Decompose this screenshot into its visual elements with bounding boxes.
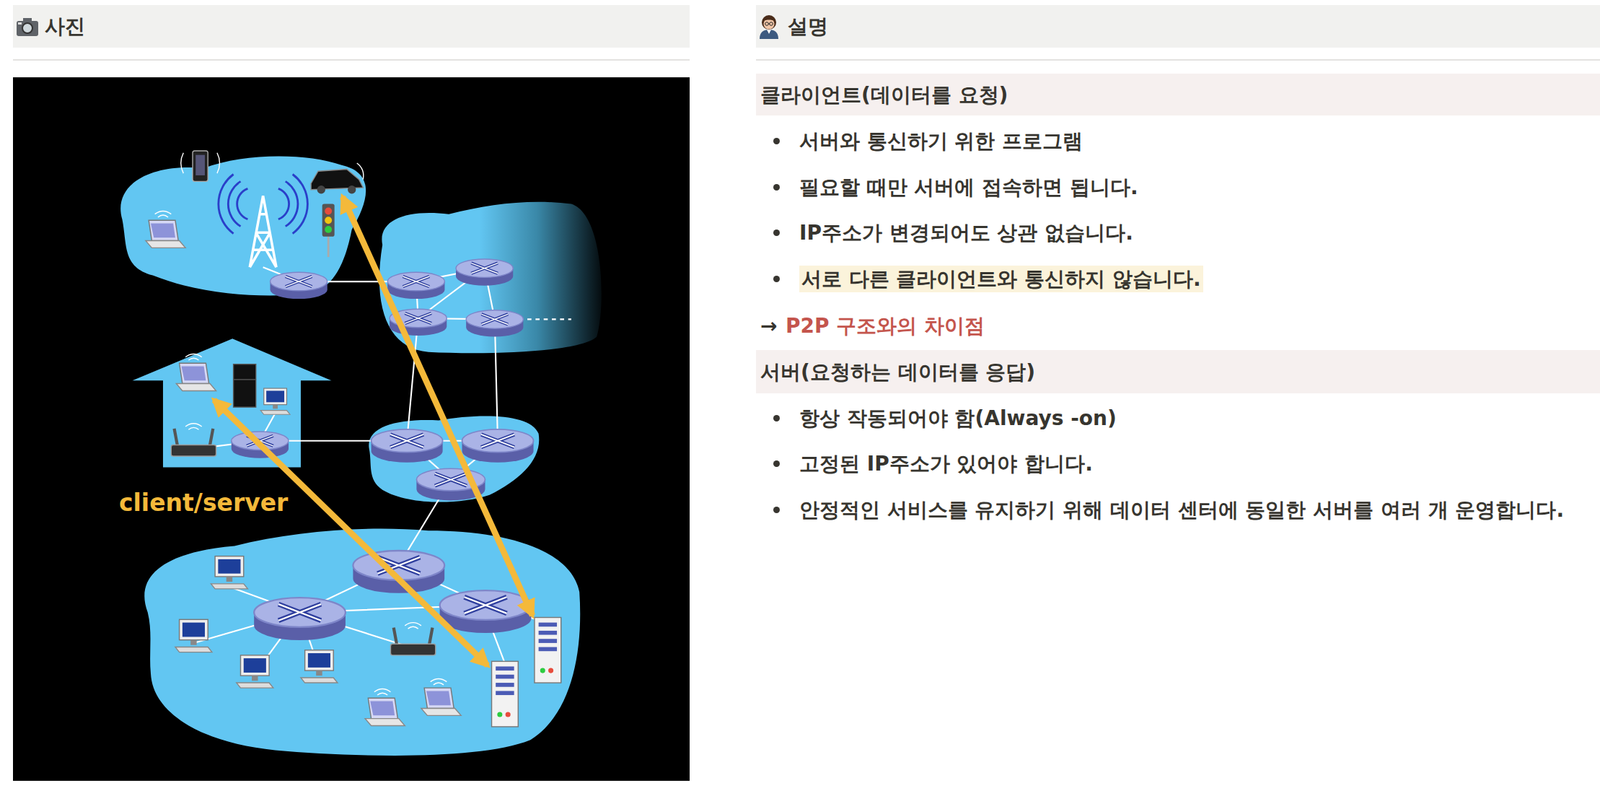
network-links — [193, 266, 571, 674]
header-cell: 설명 — [755, 5, 1600, 48]
bullet-dot — [773, 137, 780, 145]
label-box: 필요할 때만 서버에 접속하면 됩니다. — [799, 174, 1139, 200]
network-clouds — [120, 156, 602, 756]
bullet-dot — [773, 229, 780, 236]
arrow-symbol: → — [760, 313, 777, 338]
client-server-arrow — [342, 196, 533, 616]
bullet-text: 고정된 IP주소가 있어야 합니다. — [799, 451, 1093, 476]
network-illustration — [12, 77, 690, 781]
node-text: 클라이언트(데이터를 요청) — [760, 82, 1008, 108]
camera-icon — [15, 15, 39, 38]
node-text: 사진 — [44, 13, 86, 39]
node-text: 서버(요청하는 데이터를 응답) — [760, 359, 1036, 385]
label-box: 안정적인 서비스를 유지하기 위해 데이터 센터에 동일한 서버를 여러 개 운… — [799, 497, 1564, 523]
request-arrows — [214, 196, 533, 666]
label-box: P2P 구조와의 차이점 — [785, 313, 985, 339]
bullet-dot — [773, 414, 780, 422]
section-band: 클라이언트(데이터를 요청) — [755, 73, 1600, 116]
divider-line — [755, 59, 1600, 61]
label-box: 서로 다른 클라이언트와 통신하지 않습니다. — [799, 266, 1204, 292]
divider-line — [12, 59, 690, 61]
bullet-text: 서로 다른 클라이언트와 통신하지 않습니다. — [799, 265, 1204, 293]
bullet-text: 안정적인 서비스를 유지하기 위해 데이터 센터에 동일한 서버를 여러 개 운… — [799, 497, 1564, 522]
label-box: IP주소가 변경되어도 상관 없습니다. — [799, 220, 1134, 246]
label-box: → — [760, 313, 777, 339]
client-server-arrow — [214, 399, 488, 666]
bullet-dot — [773, 275, 780, 283]
routers — [231, 258, 534, 640]
label-box: 고정된 IP주소가 있어야 합니다. — [799, 450, 1093, 477]
devices — [145, 150, 562, 727]
section-band: 서버(요청하는 데이터를 응답) — [755, 349, 1600, 394]
diagram-label: client/server — [119, 488, 288, 517]
label-box: client/server — [119, 487, 288, 518]
bullet-dot — [773, 506, 780, 513]
bullet-text: 항상 작동되어야 함(Always -on) — [799, 406, 1117, 430]
bullet-text: 필요할 때만 서버에 접속하면 됩니다. — [799, 175, 1139, 200]
teacher-icon — [757, 14, 781, 39]
image-ground — [12, 77, 690, 781]
label-box: 서버와 통신하기 위한 프로그램 — [799, 128, 1083, 154]
label-box: 항상 작동되어야 함(Always -on) — [799, 405, 1117, 431]
node-text: 설명 — [787, 13, 829, 39]
note-text: P2P 구조와의 차이점 — [785, 313, 985, 338]
header-cell: 사진 — [12, 5, 690, 48]
bullet-dot — [773, 183, 780, 191]
bullet-text: IP주소가 변경되어도 상관 없습니다. — [799, 220, 1134, 245]
bullet-dot — [773, 460, 780, 467]
bullet-text: 서버와 통신하기 위한 프로그램 — [799, 129, 1083, 153]
